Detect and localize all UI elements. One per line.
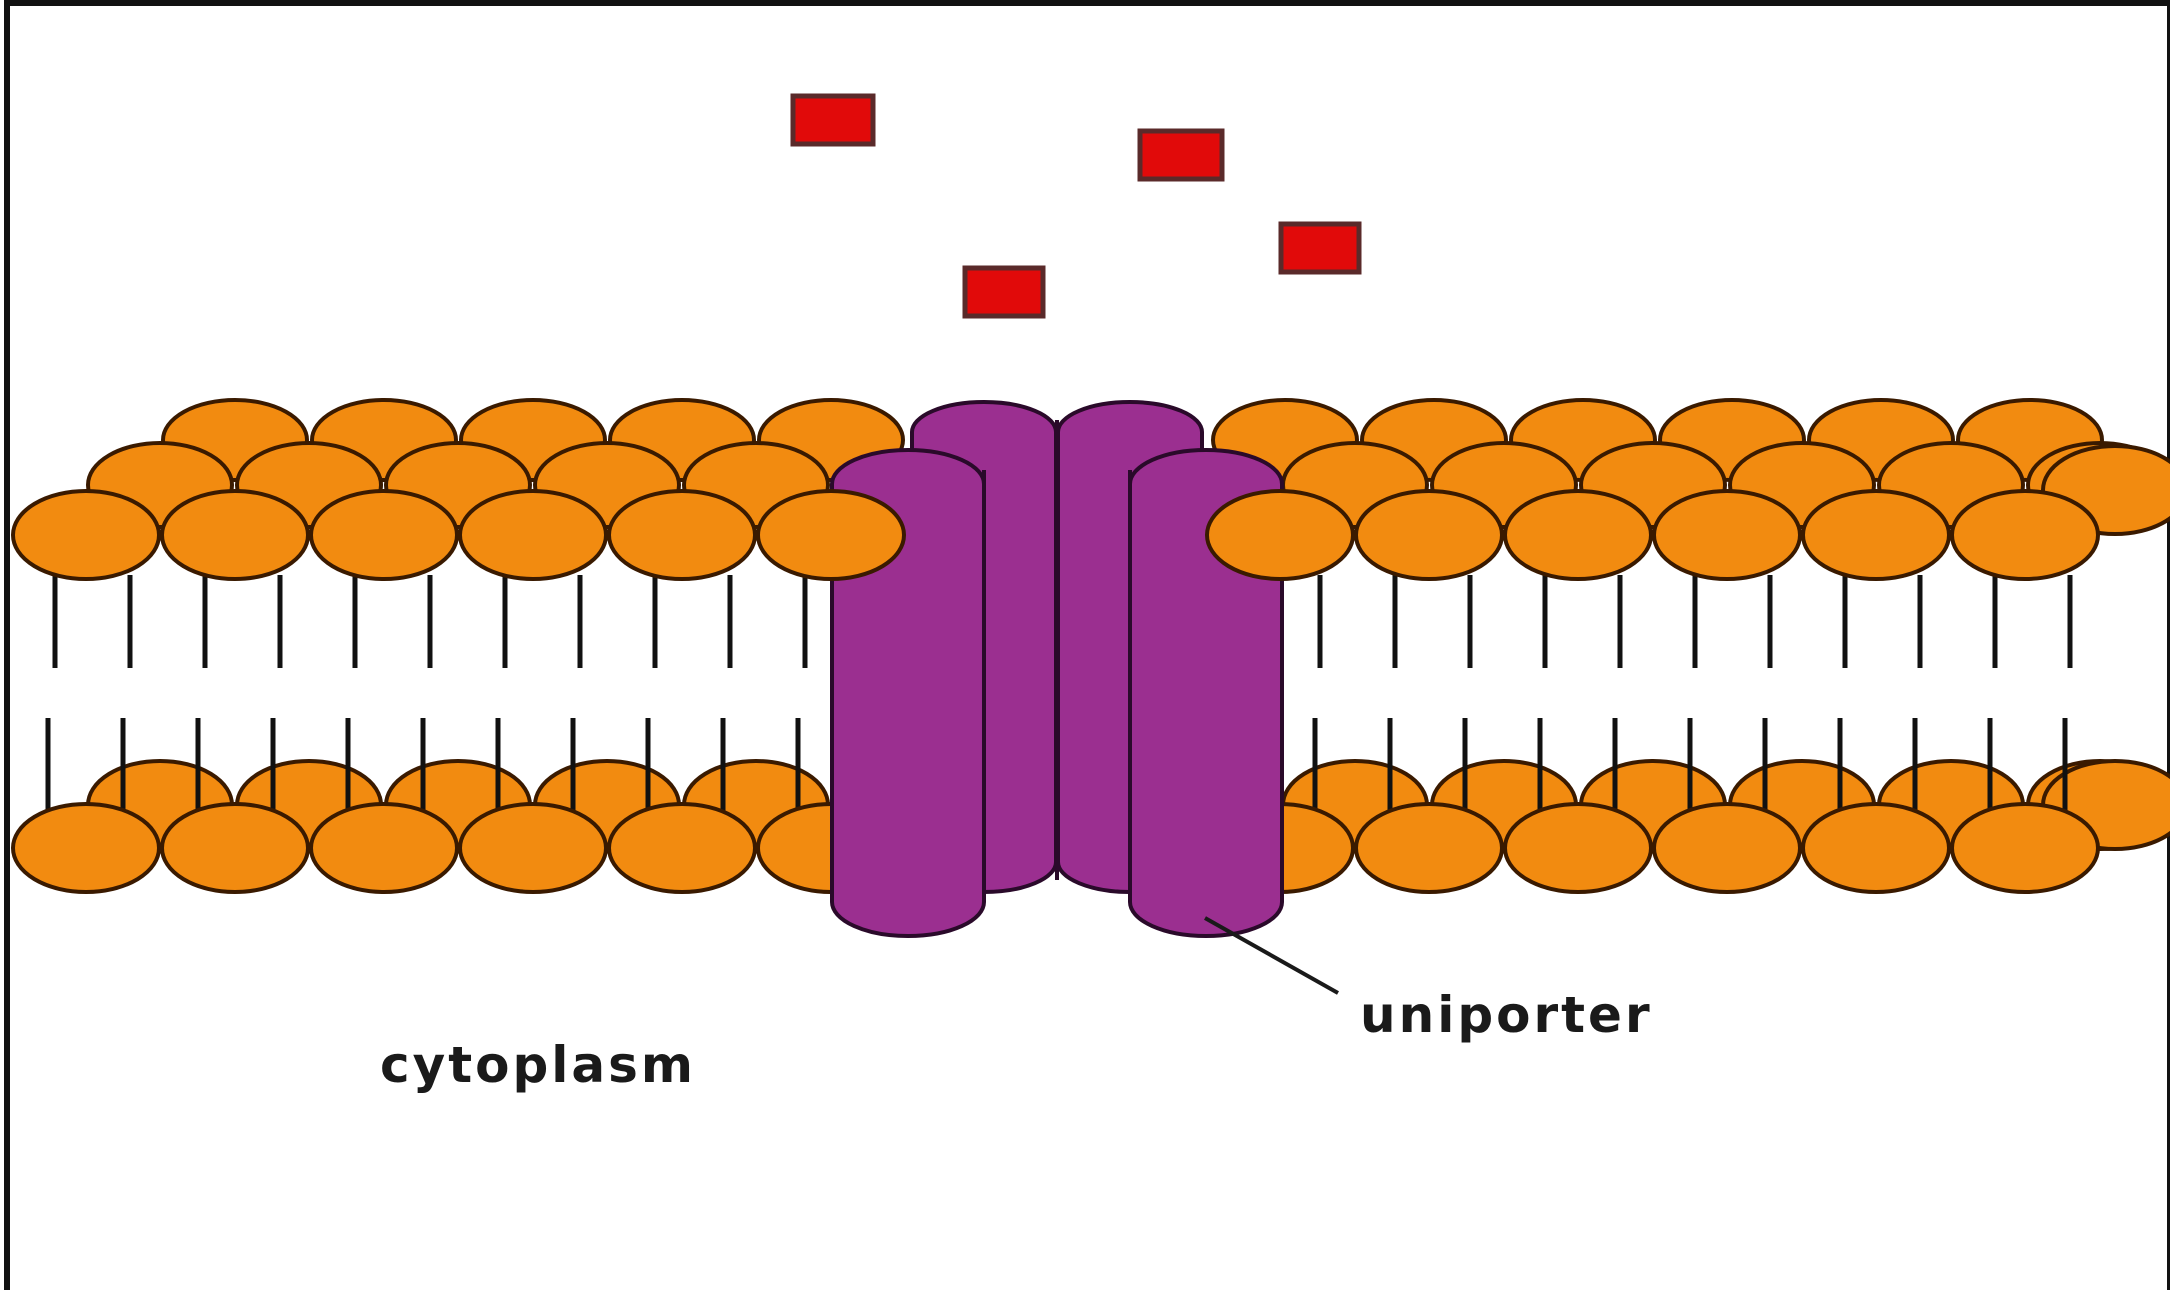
phospholipid-head xyxy=(162,804,308,892)
phospholipid-head xyxy=(1505,491,1651,579)
phospholipid-head xyxy=(162,491,308,579)
phospholipid-head xyxy=(1207,491,1353,579)
phospholipid-head xyxy=(1654,491,1800,579)
phospholipid-head xyxy=(13,491,159,579)
phospholipid-head xyxy=(311,804,457,892)
phospholipid-head xyxy=(609,491,755,579)
solute-molecule xyxy=(1140,131,1222,179)
phospholipid-head xyxy=(460,491,606,579)
phospholipid-head xyxy=(609,804,755,892)
uniporter-protein xyxy=(832,402,1282,936)
phospholipid-head xyxy=(1952,804,2098,892)
phospholipid-head xyxy=(13,804,159,892)
solute-molecule xyxy=(793,96,873,144)
phospholipid-head xyxy=(1505,804,1651,892)
phospholipid-head xyxy=(1803,491,1949,579)
solute-molecule xyxy=(965,268,1043,316)
phospholipid-head xyxy=(1952,491,2098,579)
phospholipid-head xyxy=(311,491,457,579)
solute-molecule xyxy=(1281,224,1359,272)
phospholipid-head xyxy=(1356,491,1502,579)
phospholipid-head xyxy=(758,491,904,579)
phospholipid-head xyxy=(460,804,606,892)
phospholipid-head xyxy=(1803,804,1949,892)
uniporter-label: uniporter xyxy=(1360,986,1653,1044)
phospholipid-head xyxy=(1654,804,1800,892)
cytoplasm-label: cytoplasm xyxy=(380,1036,696,1094)
phospholipid-head xyxy=(1356,804,1502,892)
